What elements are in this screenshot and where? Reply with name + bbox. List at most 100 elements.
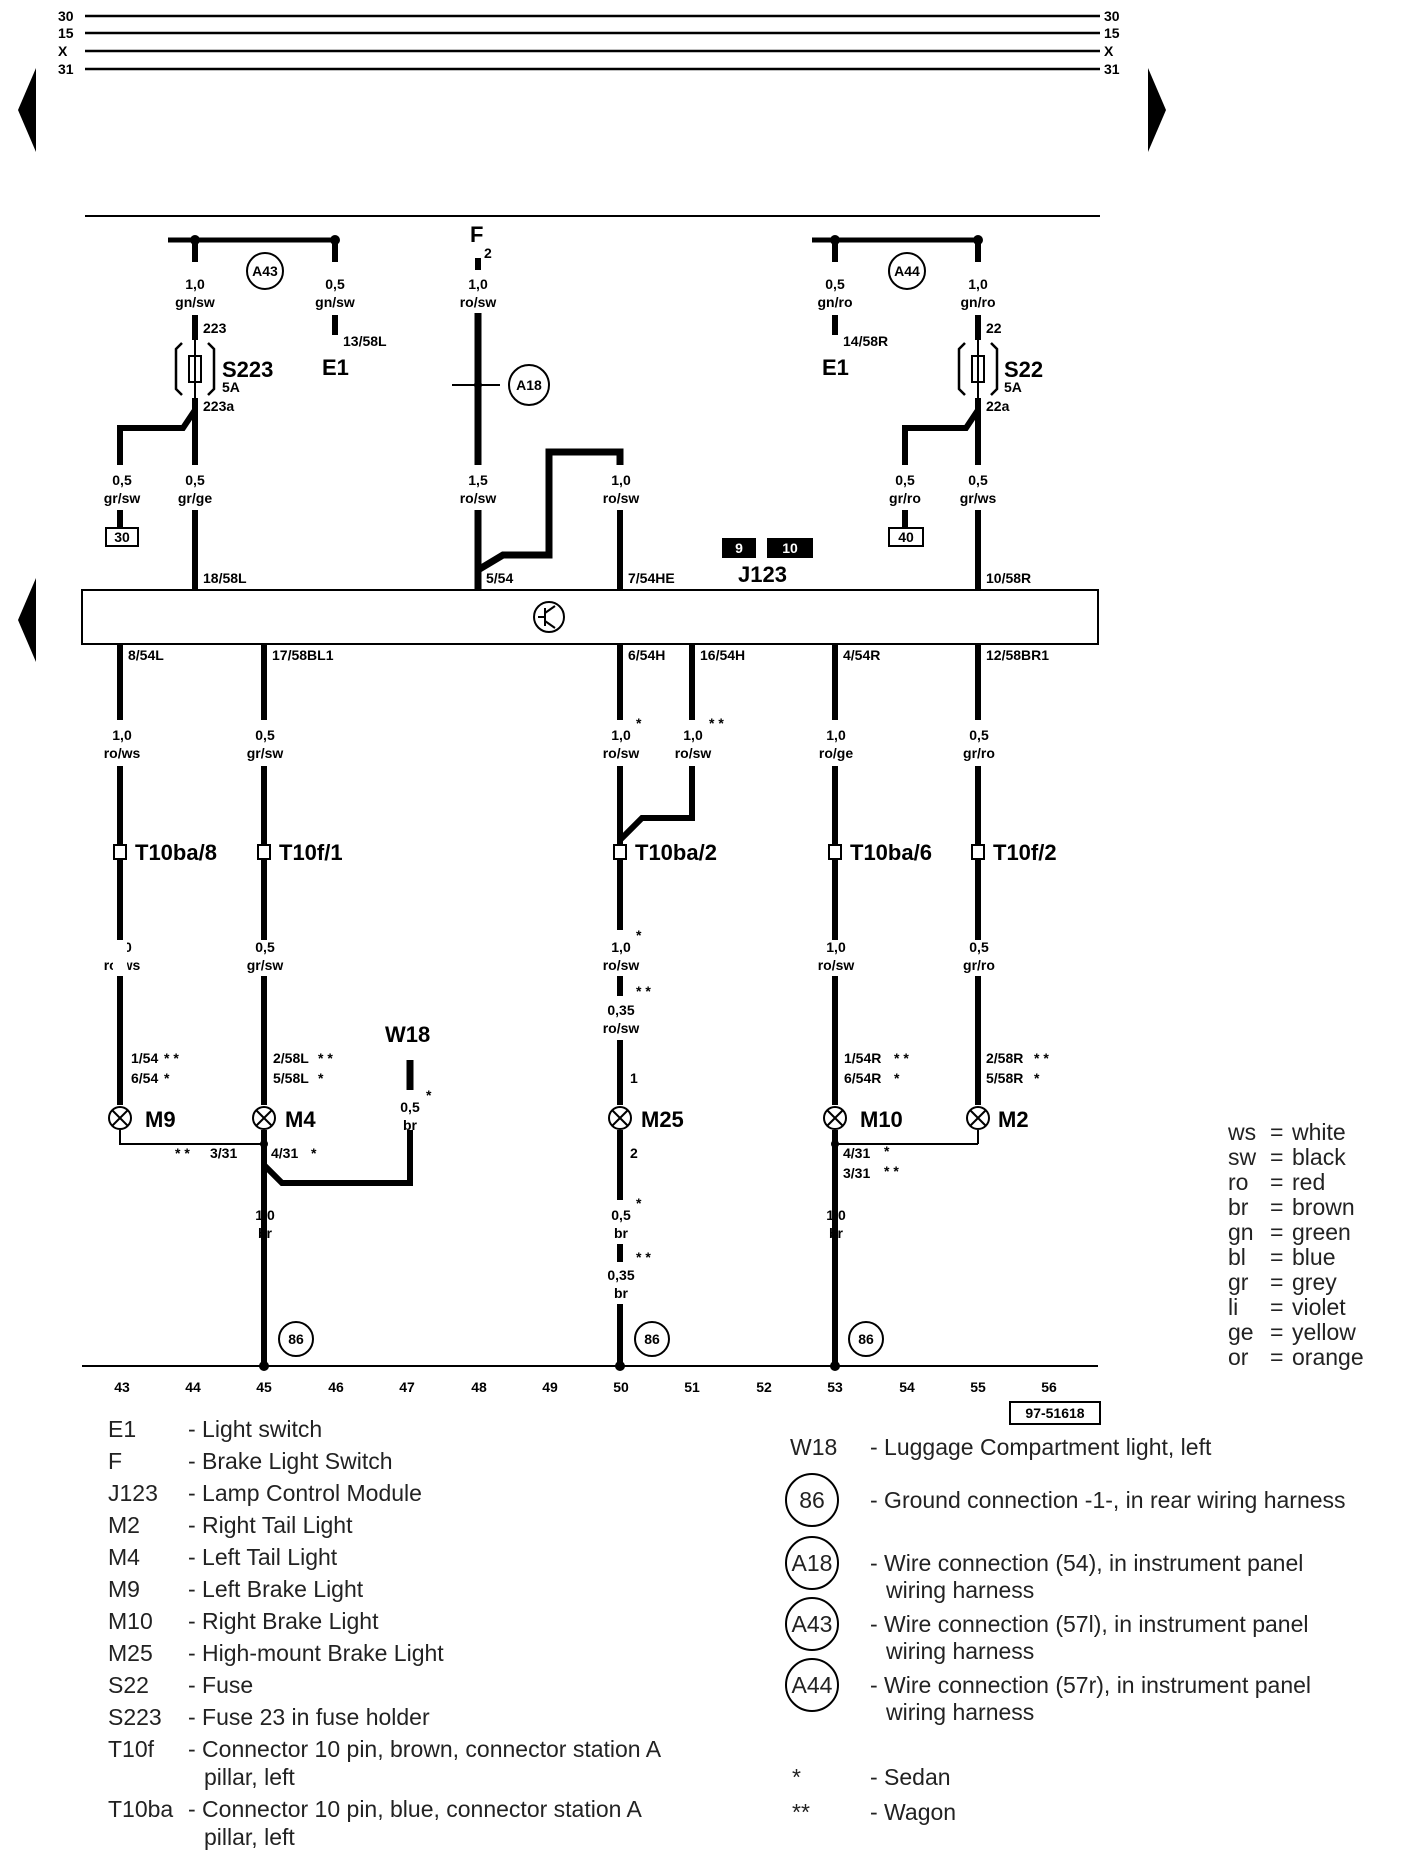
pin-3-31-left: 3/31	[210, 1145, 237, 1161]
svg-text:52: 52	[756, 1379, 772, 1395]
pin-12-58BR1: 12/58BR1	[986, 647, 1049, 663]
s223-rating: 5A	[222, 379, 240, 395]
wire-w26-color: br	[614, 1225, 629, 1241]
svg-text:56: 56	[1041, 1379, 1057, 1395]
wire-w27-size: 0,35	[607, 1267, 634, 1283]
bus-label-left-x: X	[58, 43, 68, 59]
branch-m9: 8/54L 1,0 ro/ws T10ba/8 1,0 ro/ws 1/54 *…	[104, 644, 264, 1161]
wire-w19-color: gr/sw	[247, 957, 284, 973]
transistor-icon	[533, 601, 565, 633]
a43-label: A43	[252, 263, 278, 279]
svg-text:51: 51	[684, 1379, 700, 1395]
ground-86-left-label: 86	[288, 1331, 304, 1347]
continue-left-arrow[interactable]	[18, 578, 36, 662]
wire-w17-size: 0,5	[969, 727, 989, 743]
j123-box-9: 9	[735, 540, 743, 556]
pin-22a: 22a	[986, 398, 1010, 414]
fuse-s223-symbol	[174, 340, 216, 398]
wire-w8-size: 1,5	[468, 472, 488, 488]
wire-connection-a43	[246, 252, 284, 290]
wire-color-legend: ws=white sw=black ro=red br=brown gn=gre…	[1227, 1119, 1364, 1370]
svg-text:- Wire connection (54), in ins: - Wire connection (54), in instrument pa…	[870, 1550, 1303, 1576]
svg-text:=: =	[1270, 1294, 1283, 1320]
svg-text:wiring harness: wiring harness	[885, 1577, 1034, 1603]
bus-lines: 30 15 X 31 30 15 X 31	[58, 8, 1120, 77]
wire-w3-color: ro/sw	[460, 294, 497, 310]
svg-text:or: or	[1228, 1344, 1249, 1370]
wire-w8-color: ro/sw	[460, 490, 497, 506]
reference-number: 97-51618	[1025, 1405, 1084, 1421]
wire-w5-color: gn/ro	[961, 294, 996, 310]
branch-s223: A43 1,0 gn/sw 223 S223 5A 223a 0,5 gr/sw…	[104, 235, 387, 590]
wire-w11-color: gr/ws	[960, 490, 997, 506]
svg-text:gn: gn	[1228, 1219, 1254, 1245]
svg-text:- Light switch: - Light switch	[188, 1416, 322, 1442]
ground-86-left	[278, 1321, 314, 1357]
pin-16-54H: 16/54H	[700, 647, 745, 663]
svg-text:wiring harness: wiring harness	[885, 1638, 1034, 1664]
svg-text:- Left Brake Light: - Left Brake Light	[188, 1576, 364, 1602]
svg-text:- Wire connection (57r), in in: - Wire connection (57r), in instrument p…	[870, 1672, 1311, 1698]
svg-text:=: =	[1270, 1344, 1283, 1370]
bus-label-right-x: X	[1104, 43, 1114, 59]
ground-86-middle-label: 86	[644, 1331, 660, 1347]
m9-label: M9	[145, 1107, 176, 1132]
bus-label-right-30: 30	[1104, 8, 1120, 24]
svg-text:F: F	[108, 1448, 122, 1474]
s223-label: S223	[222, 357, 273, 382]
f-pin: 2	[484, 245, 492, 261]
next-page-arrow[interactable]	[1148, 68, 1166, 152]
bus-label-left-15: 15	[58, 25, 74, 41]
svg-text:*: *	[792, 1764, 801, 1790]
ground-86-right	[848, 1321, 884, 1357]
svg-text:- Lamp Control Module: - Lamp Control Module	[188, 1480, 422, 1506]
svg-text:pillar, left: pillar, left	[204, 1764, 295, 1790]
pin-223: 223	[203, 320, 227, 336]
prev-page-arrow[interactable]	[18, 68, 36, 152]
svg-text:bl: bl	[1228, 1244, 1246, 1270]
pin-5-58L: 5/58L	[273, 1070, 309, 1086]
svg-text:white: white	[1291, 1119, 1346, 1145]
component-legend-left: E1- Light switch F- Brake Light Switch J…	[108, 1416, 662, 1850]
wire-w22-color: ro/sw	[818, 957, 855, 973]
wire-w21-color: ro/sw	[603, 1020, 640, 1036]
svg-text:- Wire connection (57l), in in: - Wire connection (57l), in instrument p…	[870, 1611, 1308, 1637]
wire-w23-color: gr/ro	[963, 957, 995, 973]
bus-label-right-31: 31	[1104, 61, 1120, 77]
wire-w7-size: 0,5	[185, 472, 205, 488]
svg-text:- Luggage Compartment light, l: - Luggage Compartment light, left	[870, 1434, 1212, 1460]
f-label: F	[470, 222, 483, 247]
svg-text:green: green	[1292, 1219, 1351, 1245]
wire-w12-color: ro/ws	[104, 745, 141, 761]
svg-text:**: **	[792, 1799, 810, 1825]
mark-sedan-w14: *	[636, 715, 642, 731]
pin-4-54R: 4/54R	[843, 647, 880, 663]
svg-text:47: 47	[399, 1379, 415, 1395]
svg-text:- Wagon: - Wagon	[870, 1799, 956, 1825]
terminal-30-box	[105, 527, 139, 547]
pin-8-54L: 8/54L	[128, 647, 164, 663]
svg-text:brown: brown	[1292, 1194, 1355, 1220]
wire-w16-color: ro/ge	[819, 745, 853, 761]
mark-wagon-w21: * *	[636, 983, 651, 999]
svg-text:- Left Tail Light: - Left Tail Light	[188, 1544, 338, 1570]
wire-w14-color: ro/sw	[603, 745, 640, 761]
wire-w4-size: 0,5	[825, 276, 845, 292]
wire-w12-size: 1,0	[112, 727, 132, 743]
mark-sedan-4-31-right: *	[884, 1143, 890, 1159]
svg-text:M4: M4	[108, 1544, 140, 1570]
ground-86-right-label: 86	[858, 1331, 874, 1347]
svg-text:- Connector 10 pin, brown, con: - Connector 10 pin, brown, connector sta…	[188, 1736, 662, 1762]
pin-4-31-left: 4/31	[271, 1145, 298, 1161]
pin-4-31-right: 4/31	[843, 1145, 870, 1161]
reference-number-box	[1009, 1401, 1101, 1425]
wire-w10-size: 0,5	[895, 472, 915, 488]
wire-w4-color: gn/ro	[818, 294, 853, 310]
svg-text:- Sedan: - Sedan	[870, 1764, 951, 1790]
wire-w15-size: 1,0	[683, 727, 703, 743]
j123-box-10: 10	[782, 540, 798, 556]
pin-2-58R: 2/58R	[986, 1050, 1023, 1066]
svg-text:=: =	[1270, 1169, 1283, 1195]
svg-text:orange: orange	[1292, 1344, 1364, 1370]
mark-sedan-m10-a: *	[894, 1070, 900, 1086]
